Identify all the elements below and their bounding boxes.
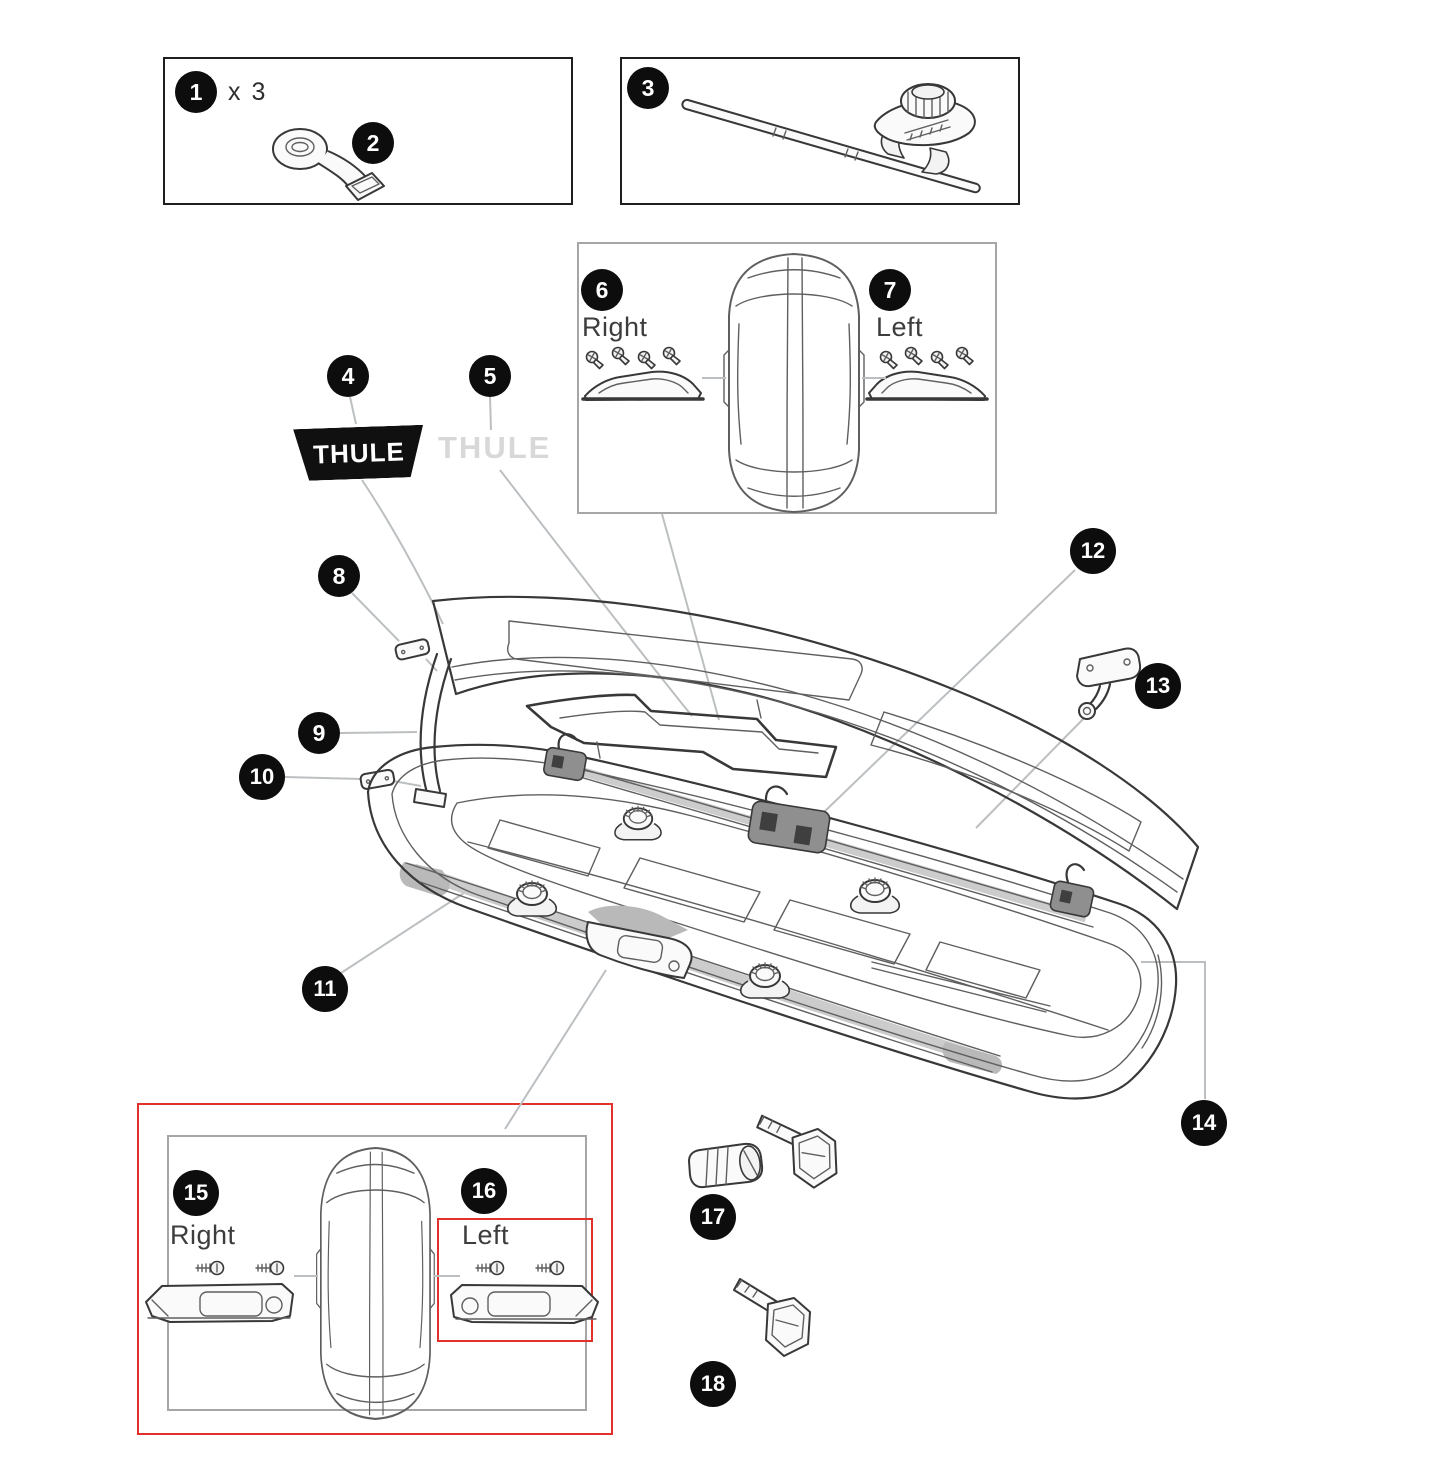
thule-badge-logo-icon: THULE <box>293 425 425 482</box>
key-icon <box>733 1278 811 1357</box>
callout-badge-15: 15 <box>173 1170 219 1216</box>
callout-badge-12: 12 <box>1070 528 1116 574</box>
callout-badge-9: 9 <box>298 712 340 754</box>
thule-decal-logo-icon: THULE <box>438 430 552 465</box>
callout-badge-6: 6 <box>581 269 623 311</box>
front-lock-housing-icon <box>585 905 693 979</box>
roof-box-exploded-drawing <box>359 595 1200 1100</box>
callout-badge-1: 1 <box>175 71 217 113</box>
callout-badge-5: 5 <box>469 355 511 397</box>
thule-badge-logo-text: THULE <box>312 435 406 470</box>
endcap-panel-red-highlight <box>137 1103 613 1435</box>
callout-badge-8: 8 <box>318 555 360 597</box>
callout-badge-7: 7 <box>869 269 911 311</box>
rail-latch-icon <box>543 733 1095 918</box>
strap-icon <box>272 128 385 201</box>
lid-trim-right-icon <box>581 346 705 401</box>
tensioner-bar-icon <box>681 83 981 194</box>
lid-lifter-icon <box>1076 647 1142 720</box>
end-cap-right-icon <box>145 1260 294 1323</box>
base-tray-drawing <box>366 743 1178 1100</box>
lid-drawing <box>431 595 1200 911</box>
endcap-left-label: Left <box>462 1220 510 1250</box>
lid-trim-left-icon <box>865 346 989 401</box>
trim-left-label: Left <box>876 312 924 342</box>
roof-box-top-view-icon <box>294 1146 460 1420</box>
roof-box-top-view-icon <box>702 253 886 513</box>
lid-trim-panel-box <box>577 242 997 514</box>
quantity-label: x 3 <box>228 78 268 106</box>
endcap-panel-box <box>167 1135 587 1411</box>
callout-badge-13: 13 <box>1135 663 1181 709</box>
lock-cylinder-key-icon <box>688 1107 841 1194</box>
callout-badge-16: 16 <box>461 1168 507 1214</box>
callout-badge-3: 3 <box>627 67 669 109</box>
callout-badge-18: 18 <box>690 1361 736 1407</box>
end-cap-left-icon <box>450 1260 599 1324</box>
callout-badge-14: 14 <box>1181 1100 1227 1146</box>
fixing-plate-icon <box>394 638 431 661</box>
tensioner-panel-box <box>620 57 1020 205</box>
endcap-right-label: Right <box>170 1220 236 1250</box>
callout-badge-17: 17 <box>690 1194 736 1240</box>
leader-lines <box>284 396 1206 1130</box>
central-lock-icon <box>747 785 831 854</box>
callout-badge-10: 10 <box>239 754 285 800</box>
trim-right-label: Right <box>582 312 648 342</box>
strap-panel-box <box>163 57 573 205</box>
callout-badge-2: 2 <box>352 122 394 164</box>
callout-badge-4: 4 <box>327 355 369 397</box>
callout-badge-11: 11 <box>302 966 348 1012</box>
endcap-left-red-highlight <box>437 1218 593 1342</box>
lid-stay-icon <box>413 652 453 808</box>
